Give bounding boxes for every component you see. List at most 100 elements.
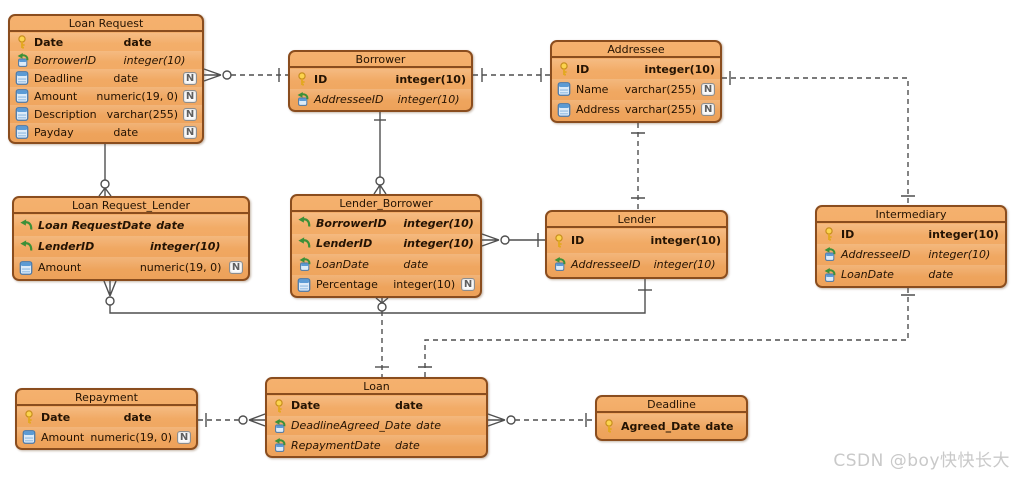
nullable-badge: N bbox=[229, 261, 243, 274]
table-row: Address varchar(255) N bbox=[552, 99, 720, 120]
column-type: integer(10) bbox=[928, 247, 991, 261]
table-row: Payday date N bbox=[10, 123, 202, 141]
optional-circle bbox=[105, 296, 115, 306]
crowfoot bbox=[373, 184, 387, 195]
foreign-key-icon bbox=[822, 247, 836, 261]
column-name: AddresseeID bbox=[841, 247, 911, 261]
primary-foreign-key-icon bbox=[19, 219, 33, 233]
table-row: LenderID integer(10) bbox=[292, 233, 480, 254]
column-name: Address bbox=[576, 103, 620, 117]
column-type: numeric(19, 0) bbox=[90, 430, 172, 444]
entity-intermediary[interactable]: Intermediary ID integer(10) AddresseeID … bbox=[815, 205, 1007, 288]
entity-borrower[interactable]: Borrower ID integer(10) AddresseeID inte… bbox=[288, 50, 473, 112]
column-name: AddresseeID bbox=[314, 92, 384, 106]
key-icon bbox=[602, 419, 616, 433]
column-list: ID integer(10) AddresseeID integer(10) bbox=[290, 68, 471, 110]
table-row: ID integer(10) bbox=[552, 59, 720, 80]
entity-lender[interactable]: Lender ID integer(10) AddresseeID intege… bbox=[545, 210, 728, 279]
table-row: Amount numeric(19, 0) N bbox=[17, 427, 196, 447]
one-tick bbox=[418, 294, 915, 368]
column-type: integer(10) bbox=[149, 240, 221, 253]
table-row: AddresseeID integer(10) bbox=[817, 244, 1005, 265]
column-type: date bbox=[394, 438, 420, 452]
column-name: BorrowerID bbox=[316, 216, 387, 230]
entity-title: Intermediary bbox=[817, 207, 1005, 223]
table-row: ID integer(10) bbox=[547, 229, 726, 253]
column-type: integer(10) bbox=[653, 257, 716, 271]
entity-loan[interactable]: Loan Date date DeadlineAgreed_Date date … bbox=[265, 377, 488, 458]
column-icon bbox=[22, 430, 36, 444]
foreign-key-icon bbox=[552, 257, 566, 271]
one-tick bbox=[481, 68, 542, 82]
column-type: varchar(255) bbox=[624, 103, 697, 117]
column-icon bbox=[557, 82, 571, 96]
optional-circle bbox=[222, 70, 232, 80]
crowfoot bbox=[487, 413, 506, 427]
column-name: Date bbox=[41, 410, 71, 424]
key-icon bbox=[552, 234, 566, 248]
column-type: date bbox=[123, 410, 152, 424]
table-row: LenderID integer(10) bbox=[14, 236, 248, 257]
foreign-key-icon bbox=[295, 92, 309, 106]
table-row: LoanDate date bbox=[292, 254, 480, 275]
column-type: integer(10) bbox=[650, 234, 721, 248]
column-name: Payday bbox=[34, 125, 74, 139]
column-type: varchar(255) bbox=[624, 82, 696, 96]
entity-title: Repayment bbox=[17, 390, 196, 406]
table-row: Amount numeric(19, 0) N bbox=[14, 257, 248, 278]
entity-title: Lender_Borrower bbox=[292, 196, 480, 212]
entity-title: Loan Request_Lender bbox=[14, 198, 248, 214]
column-type: integer(10) bbox=[397, 92, 460, 106]
column-type: varchar(255) bbox=[106, 107, 178, 121]
entity-repayment[interactable]: Repayment Date date Amount numeric(19, 0… bbox=[15, 388, 198, 450]
column-type: date bbox=[113, 125, 139, 139]
entity-addressee[interactable]: Addressee ID integer(10) Name varchar(25… bbox=[550, 40, 722, 123]
key-icon bbox=[557, 62, 571, 76]
primary-foreign-key-icon bbox=[19, 240, 33, 254]
table-row: Description varchar(255) N bbox=[10, 105, 202, 123]
column-type: date bbox=[403, 257, 429, 271]
entity-loan-request[interactable]: Loan Request Date date BorrowerID intege… bbox=[8, 14, 204, 144]
entity-loan-request-lender[interactable]: Loan Request_Lender Loan RequestDate dat… bbox=[12, 196, 250, 281]
column-type: numeric(19, 0) bbox=[139, 261, 222, 274]
entity-deadline[interactable]: Deadline Agreed_Date date bbox=[595, 395, 748, 441]
column-name: Deadline bbox=[34, 71, 83, 85]
table-row: RepaymentDate date bbox=[267, 435, 486, 456]
table-row: Name varchar(255) N bbox=[552, 79, 720, 100]
nullable-badge: N bbox=[183, 107, 197, 121]
one-tick bbox=[631, 132, 645, 199]
column-name: LoanDate bbox=[316, 257, 369, 271]
column-name: Percentage bbox=[316, 278, 378, 292]
column-name: DeadlineAgreed_Date bbox=[291, 419, 412, 432]
column-type: numeric(19, 0) bbox=[96, 89, 178, 103]
key-icon bbox=[822, 227, 836, 241]
column-icon bbox=[15, 89, 29, 103]
crowfoot bbox=[248, 413, 266, 427]
optional-circle bbox=[500, 235, 510, 245]
column-type: date bbox=[416, 419, 441, 432]
column-name: BorrowerID bbox=[34, 53, 97, 67]
entity-title: Loan Request bbox=[10, 16, 202, 32]
column-icon bbox=[15, 107, 29, 121]
column-type: date bbox=[928, 268, 954, 282]
table-row: BorrowerID integer(10) bbox=[10, 51, 202, 69]
column-type: date bbox=[705, 419, 734, 433]
table-row: Date date bbox=[17, 407, 196, 427]
column-name: AddresseeID bbox=[571, 257, 641, 271]
column-name: ID bbox=[841, 227, 855, 241]
table-row: ID integer(10) bbox=[817, 224, 1005, 245]
key-icon bbox=[272, 399, 286, 413]
crowfoot bbox=[98, 187, 112, 197]
column-type: integer(10) bbox=[403, 216, 474, 230]
table-row: BorrowerID integer(10) bbox=[292, 213, 480, 234]
optional-circle bbox=[375, 176, 385, 186]
primary-foreign-key-icon bbox=[297, 216, 311, 230]
column-icon bbox=[557, 103, 571, 117]
entity-lender-borrower[interactable]: Lender_Borrower BorrowerID integer(10) L… bbox=[290, 194, 482, 298]
column-name: LenderID bbox=[38, 240, 95, 253]
column-icon bbox=[15, 125, 29, 139]
nullable-badge: N bbox=[183, 71, 197, 85]
nullable-badge: N bbox=[177, 430, 191, 444]
primary-foreign-key-icon bbox=[297, 237, 311, 251]
column-name: Loan RequestDate bbox=[38, 219, 152, 232]
